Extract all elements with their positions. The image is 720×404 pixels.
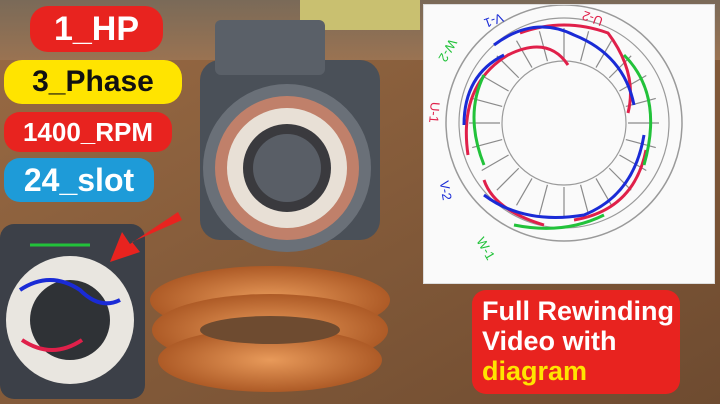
wound-stator-photo <box>0 224 145 399</box>
cta-line-1: Full Rewinding <box>482 296 674 326</box>
stator-diagram-svg <box>445 4 683 242</box>
stator-slot <box>538 184 549 215</box>
stator-slot <box>579 184 590 215</box>
stator-slot <box>481 154 509 172</box>
hp-badge: 1_HP <box>30 6 163 52</box>
rpm-badge: 1400_RPM <box>4 112 172 152</box>
rewinding-video-banner: Full Rewinding Video with diagram <box>472 290 680 394</box>
label-u1: U-1 <box>426 101 443 124</box>
stator-slot <box>608 167 632 191</box>
phase-badge: 3_Phase <box>4 60 182 104</box>
winding-diagram: V-1 U-2 W-2 U-1 V-2 W-1 <box>423 4 715 284</box>
stator-slot <box>481 74 509 92</box>
stator-slot <box>515 40 533 68</box>
slot-badge: 24_slot <box>4 158 154 202</box>
motor-housing <box>200 20 380 252</box>
stator-slot <box>496 167 520 191</box>
copper-coils <box>150 266 390 392</box>
cta-line-3: diagram <box>482 356 588 386</box>
stator-slot <box>515 178 533 206</box>
cta-line-2: Video with <box>482 326 617 356</box>
stator-slot <box>579 31 590 62</box>
label-v2: V-2 <box>436 179 455 202</box>
stator-slot <box>472 97 503 108</box>
red-arrow <box>110 212 182 262</box>
